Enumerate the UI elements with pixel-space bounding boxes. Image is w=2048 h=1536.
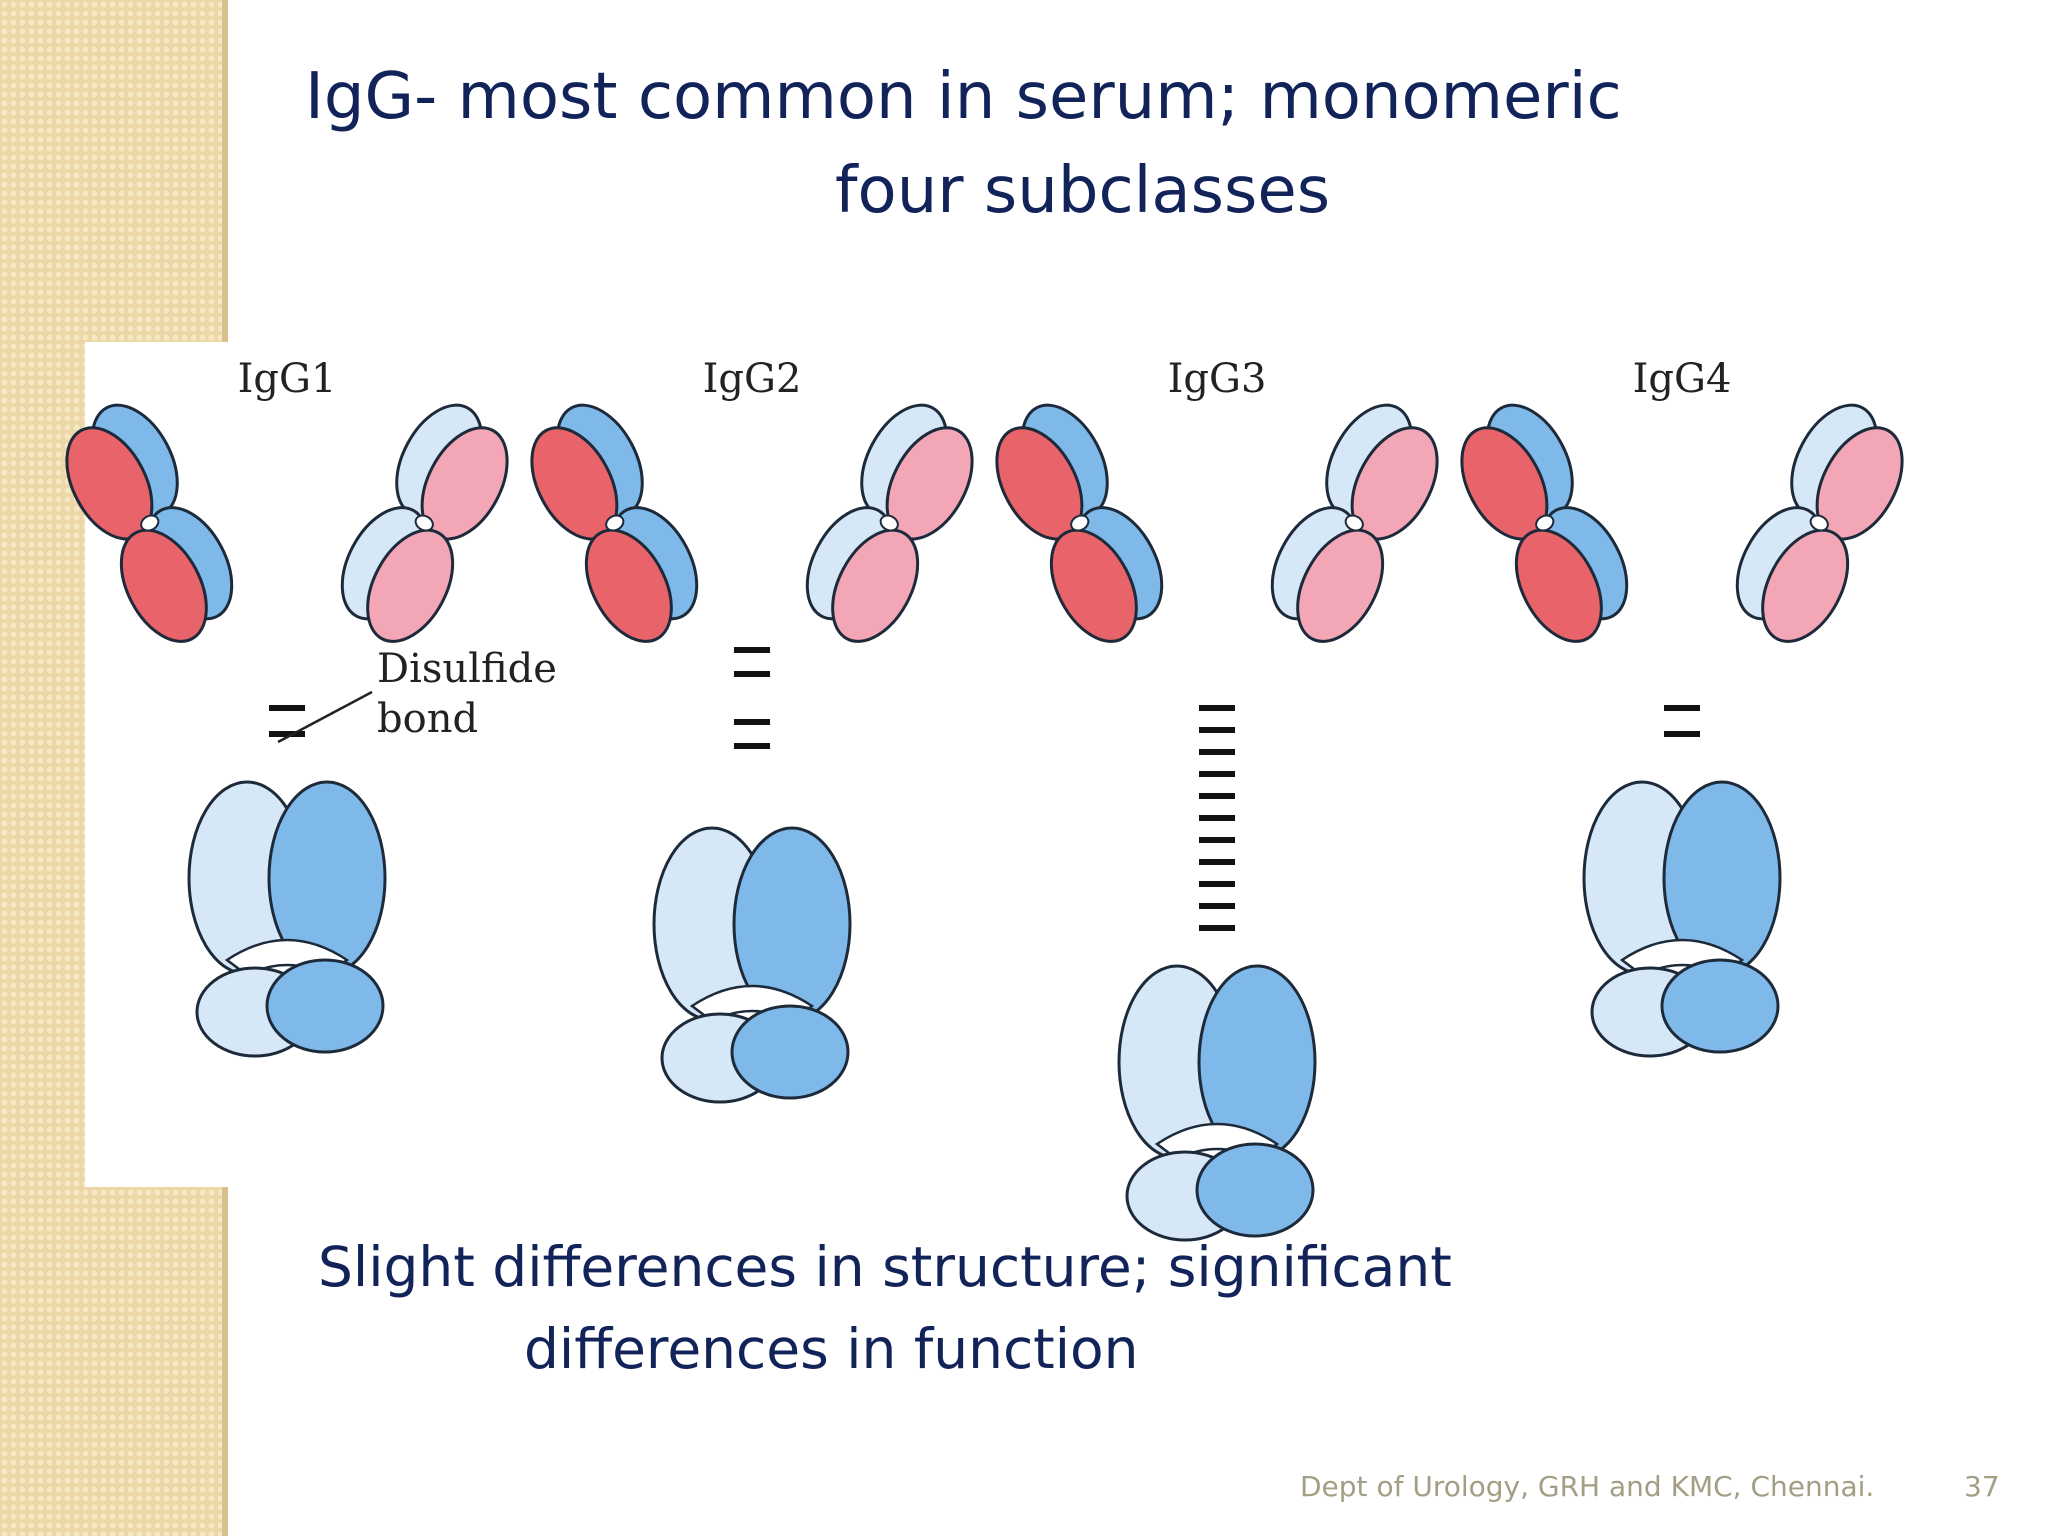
- heavy-chain-strand: [707, 640, 772, 816]
- title-line-1: IgG- most common in serum; monomeric: [305, 60, 1622, 134]
- subclass-label: IgG2: [703, 356, 802, 402]
- caption-line-1: Slight differences in structure; signifi…: [318, 1235, 1452, 1299]
- subclass-label: IgG3: [1168, 356, 1267, 402]
- fab-arm-right: [1249, 389, 1460, 658]
- annotation-bond: bond: [377, 696, 478, 742]
- subclass-label: IgG4: [1633, 356, 1732, 402]
- annotation-pointer: [277, 690, 373, 744]
- fc-region: [187, 768, 387, 1058]
- heavy-chain-strand: [707, 640, 772, 816]
- fab-arm-right: [784, 389, 995, 658]
- caption-line-2: differences in function: [524, 1317, 1139, 1381]
- fab-arm-left: [1439, 389, 1650, 658]
- fc-region: [1117, 952, 1317, 1242]
- heavy-chain-strand: [732, 640, 797, 816]
- subclass-label: IgG1: [238, 356, 337, 402]
- fab-arm-left: [44, 389, 255, 658]
- fab-arm-left: [509, 389, 720, 658]
- antibody-igg1: IgG1: [44, 356, 530, 1058]
- annotation-disulfide: Disulfide: [377, 646, 557, 692]
- footer-department: Dept of Urology, GRH and KMC, Chennai.: [1300, 1470, 1875, 1503]
- heavy-chain-strand: [732, 640, 797, 816]
- fc-region: [652, 814, 852, 1104]
- fab-arm-right: [319, 389, 530, 658]
- fab-arm-right: [1714, 389, 1925, 658]
- antibody-igg4: IgG4: [1439, 356, 1925, 1058]
- fab-arm-left: [974, 389, 1185, 658]
- disulfide-annotation: Disulfide bond: [277, 646, 557, 744]
- antibody-igg2: IgG2: [509, 356, 995, 1104]
- fc-region: [1582, 768, 1782, 1058]
- antibody-igg3: IgG3: [974, 356, 1460, 1242]
- page-number: 37: [1964, 1470, 2000, 1503]
- title-line-2: four subclasses: [835, 154, 1331, 228]
